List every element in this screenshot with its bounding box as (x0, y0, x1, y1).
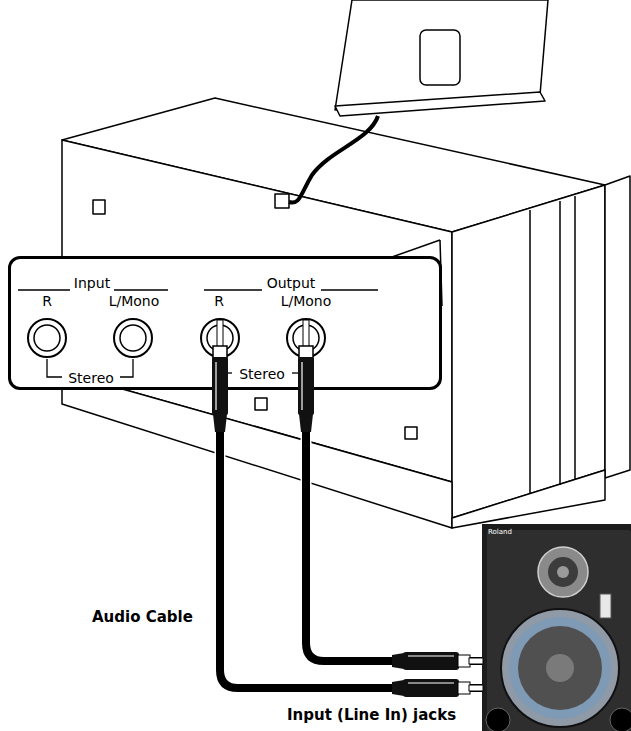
jack (201, 319, 239, 357)
brand-name: Roland (488, 529, 512, 536)
jack-label: Input (Line In) jacks (287, 708, 456, 723)
speaker-illustration (482, 524, 631, 731)
plug-highlight (408, 682, 454, 683)
plug-collar (458, 655, 470, 667)
jack-inner (207, 325, 233, 351)
port (610, 708, 631, 731)
tweeter (538, 547, 588, 597)
plug-highlight (301, 362, 302, 410)
leg-line (559, 201, 561, 485)
piano-end (605, 176, 630, 478)
section-heading: Input (74, 276, 110, 290)
channel-label: L/Mono (109, 294, 160, 308)
cable-outline (306, 390, 482, 661)
plug-collar (213, 346, 227, 358)
speaker-cabinet (482, 524, 631, 731)
rule (114, 289, 168, 290)
plug-body (403, 652, 459, 670)
base-rail (452, 470, 605, 528)
rest-clip (420, 30, 460, 85)
plug-body (212, 357, 228, 415)
cable-core (306, 390, 482, 661)
jack-panel: InputR L/MonoStereo OutputR L/MonoStereo (8, 256, 442, 390)
jack-inner (34, 325, 60, 351)
tweeter-cap (557, 566, 569, 578)
jack-inner (293, 325, 319, 351)
jack (287, 319, 325, 357)
plug-highlight (408, 655, 454, 656)
dust-cap (546, 654, 574, 682)
piano-side (452, 185, 605, 518)
switch (600, 594, 611, 618)
rule (321, 289, 378, 290)
jack (28, 319, 66, 357)
plug-collar (458, 682, 470, 694)
hinge (405, 427, 417, 439)
plug-body (298, 357, 314, 415)
channel-label: R (214, 294, 224, 308)
music-rest-ledge (335, 92, 545, 116)
plug-relief (392, 653, 404, 669)
tweeter-dome (548, 557, 578, 587)
port (486, 708, 510, 731)
plug-highlight (215, 362, 216, 410)
jack (114, 319, 152, 357)
audio-cable (306, 390, 482, 661)
plug-tip (469, 658, 483, 664)
socket (275, 194, 289, 208)
jacks (28, 319, 325, 357)
cable-core (220, 390, 482, 688)
woofer-surround (509, 617, 611, 719)
jack-inner (120, 325, 146, 351)
stereo-dash (226, 372, 232, 373)
plug-relief (392, 680, 404, 696)
plug-tip (469, 685, 483, 691)
plug-relief (299, 414, 313, 432)
plug-tip (303, 320, 309, 348)
leader-line (392, 240, 440, 257)
monitor-speaker: Roland (482, 524, 631, 731)
stereo-label: Stereo (68, 371, 114, 385)
leg-line (574, 196, 576, 480)
speaker-plugs (392, 652, 483, 697)
cable-label: Audio Cable (92, 610, 193, 625)
rule (18, 289, 70, 290)
leg-line (529, 210, 531, 494)
channel-label: R (42, 294, 52, 308)
section-heading: Output (267, 276, 316, 290)
section-rules (18, 290, 378, 377)
woofer-cone (518, 626, 602, 710)
base-rail (62, 372, 452, 528)
stereo-label: Stereo (239, 367, 285, 381)
stereo-dash (292, 372, 300, 373)
speaker-baffle (487, 530, 631, 731)
panel-plugs (212, 320, 314, 432)
rule (204, 289, 262, 290)
woofer-frame (501, 609, 619, 727)
pedal-cable (289, 116, 378, 203)
stereo-bracket (47, 359, 62, 377)
connector-layer (220, 390, 482, 688)
hinge (255, 398, 267, 410)
hinge (93, 200, 105, 214)
channel-label: L/Mono (281, 294, 332, 308)
cable-outline (220, 390, 482, 688)
plug-collar (299, 346, 313, 358)
plug-tip (217, 320, 223, 348)
audio-cable (220, 390, 482, 688)
plug-relief (213, 414, 227, 432)
plug-body (403, 679, 459, 697)
stereo-bracket (120, 359, 133, 377)
